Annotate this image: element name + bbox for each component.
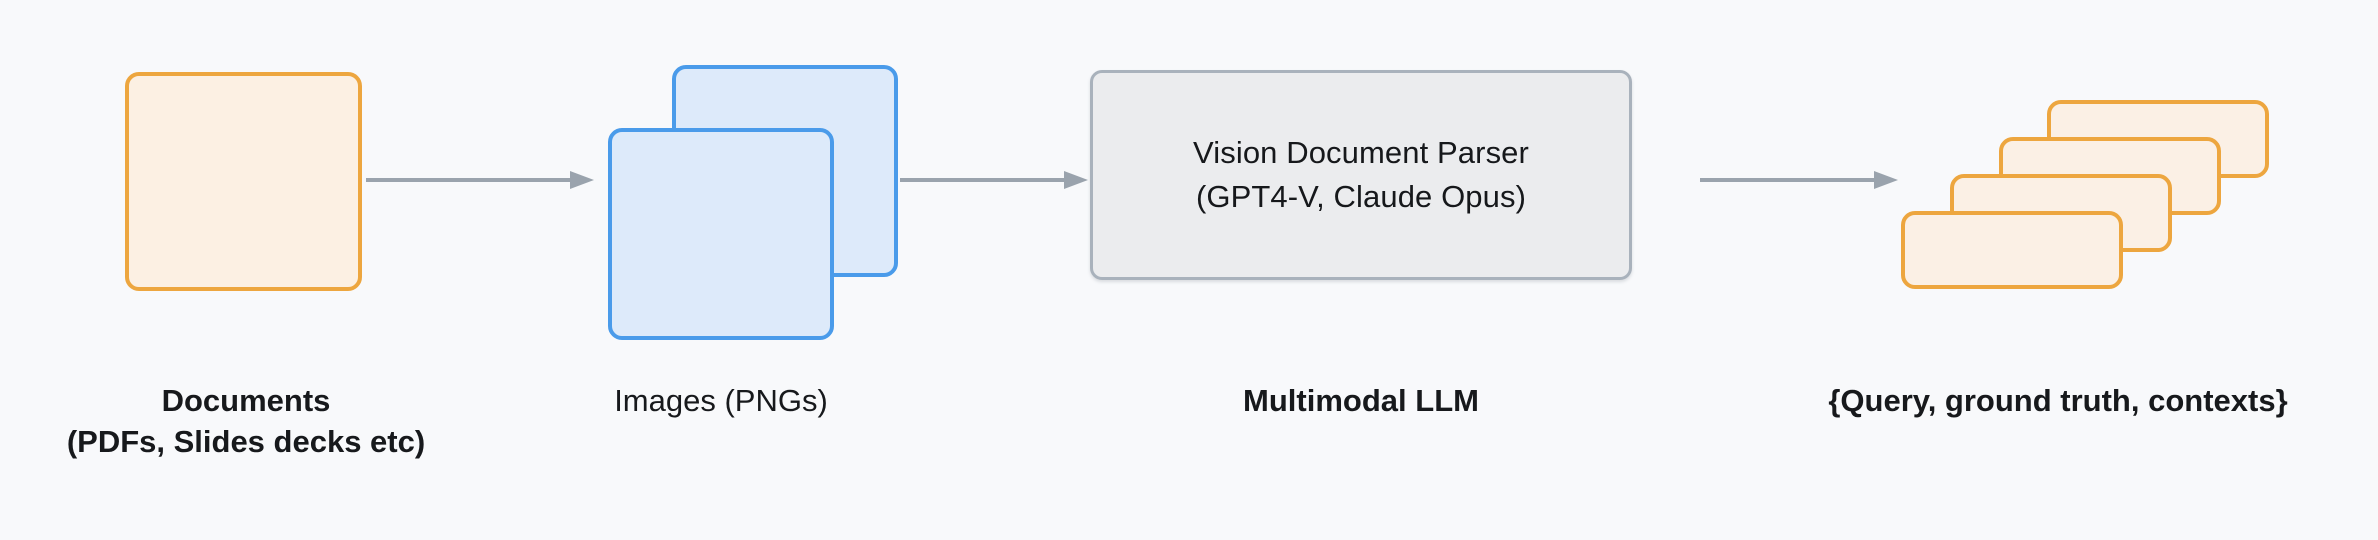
- stacked-cards-icon-card-4: [1901, 211, 2123, 289]
- caption-parser: Multimodal LLM: [1090, 380, 1632, 421]
- caption-images: Images (PNGs): [571, 380, 871, 421]
- arrow-parser-to-outputs: [1700, 171, 1898, 189]
- caption-documents-line-2: (PDFs, Slides decks etc): [66, 424, 426, 460]
- arrow-documents-to-images: [366, 171, 594, 189]
- arrow-images-to-parser: [900, 171, 1088, 189]
- document-square-icon: [125, 72, 362, 291]
- caption-documents: Documents (PDFs, Slides decks etc): [0, 380, 492, 462]
- caption-parser-line-1: Multimodal LLM: [1243, 383, 1479, 418]
- parser-box-line-2: (GPT4-V, Claude Opus): [1195, 179, 1527, 214]
- stacked-images-icon-front: [608, 128, 834, 340]
- parser-box-icon: Vision Document Parser (GPT4-V, Claude O…: [1090, 70, 1632, 280]
- parser-box-line-1: Vision Document Parser: [1193, 134, 1529, 170]
- caption-documents-line-1: Documents: [161, 383, 331, 418]
- caption-images-line-1: Images (PNGs): [614, 383, 828, 418]
- caption-outputs-line-1: {Query, ground truth, contexts}: [1828, 383, 2288, 418]
- caption-outputs: {Query, ground truth, contexts}: [1778, 380, 2338, 421]
